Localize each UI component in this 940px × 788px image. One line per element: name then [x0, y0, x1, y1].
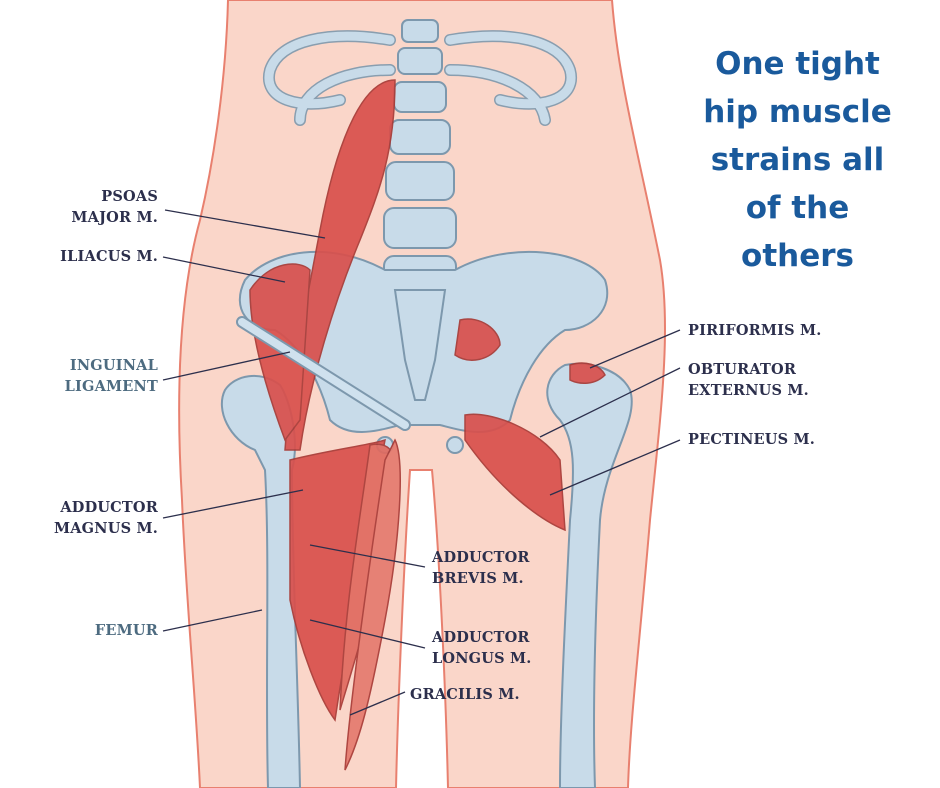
leader-lines — [162, 209, 681, 716]
ribs-fill — [264, 31, 576, 125]
label-pectineus: PECTINEUS M. — [688, 429, 815, 450]
headline-line: of the — [745, 190, 850, 226]
label-adductor-brevis: ADDUCTOR BREVIS M. — [432, 547, 530, 589]
label-line: PECTINEUS M. — [688, 431, 816, 448]
psoas-muscle — [284, 79, 396, 451]
label-inguinal-ligament: INGUINAL LIGAMENT — [65, 355, 158, 397]
label-line: MAJOR M. — [71, 209, 158, 226]
label-line: ADDUCTOR — [432, 549, 530, 566]
label-line: LIGAMENT — [64, 378, 158, 395]
piriformis-muscle — [454, 318, 501, 361]
label-adductor-longus: ADDUCTOR LONGUS M. — [432, 627, 532, 669]
label-line: PIRIFORMIS M. — [688, 322, 822, 339]
label-line: INGUINAL — [69, 357, 158, 374]
label-adductor-magnus: ADDUCTOR MAGNUS M. — [54, 497, 158, 539]
label-line: ADDUCTOR — [432, 629, 530, 646]
muscles — [249, 79, 606, 771]
label-line: LONGUS M. — [432, 650, 532, 667]
label-gracilis: GRACILIS M. — [410, 684, 520, 705]
headline-line: hip muscle — [703, 94, 892, 130]
label-line: BREVIS M. — [432, 570, 524, 587]
piriformis-insertion — [569, 362, 606, 385]
label-line: EXTERNUS M. — [688, 382, 809, 399]
label-obturator-externus: OBTURATOR EXTERNUS M. — [688, 359, 809, 401]
label-line: GRACILIS M. — [410, 686, 520, 703]
label-line: ADDUCTOR — [60, 499, 158, 516]
label-line: OBTURATOR — [688, 361, 797, 378]
label-psoas-major: PSOAS MAJOR M. — [71, 186, 158, 228]
headline: One tight hip muscle strains all of the … — [690, 40, 905, 280]
gracilis-muscle — [344, 438, 401, 771]
pectineus-muscle — [464, 413, 566, 532]
headline-line: strains all — [710, 142, 885, 178]
label-line: MAGNUS M. — [53, 520, 158, 537]
label-line: FEMUR — [94, 622, 158, 639]
label-piriformis: PIRIFORMIS M. — [688, 320, 822, 341]
inguinal-ligament-fill — [238, 318, 409, 429]
headline-line: One tight — [715, 46, 880, 82]
label-line: PSOAS — [101, 188, 158, 205]
label-femur: FEMUR — [95, 620, 158, 641]
label-line: ILIACUS M. — [60, 248, 158, 265]
label-iliacus: ILIACUS M. — [60, 246, 158, 267]
headline-line: others — [741, 238, 854, 274]
